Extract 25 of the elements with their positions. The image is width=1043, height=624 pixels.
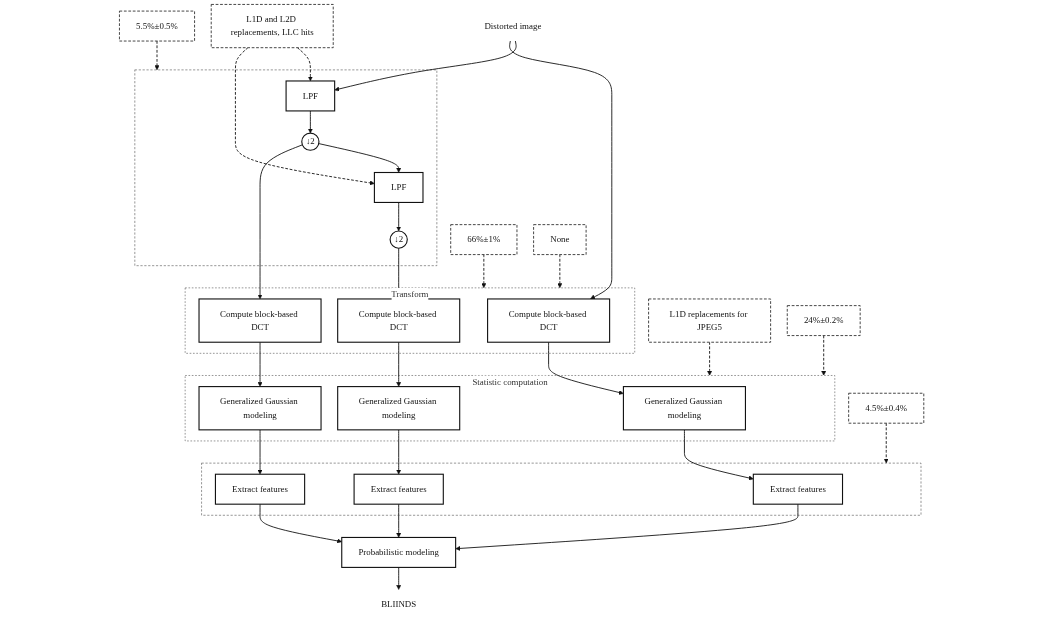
node-box: 5.5%±0.5% (118, 10, 195, 42)
node-box: Compute block-based DCT (337, 298, 461, 343)
node-box: 4.5%±0.4% (848, 392, 925, 424)
node-box: LPF (285, 80, 336, 112)
node-box: 24%±0.2% (786, 305, 861, 336)
node-text: BLIINDS (381, 599, 417, 610)
node-box: Generalized Gaussian modeling (622, 386, 746, 431)
node-text: Distorted image (484, 21, 542, 31)
node-box: Extract features (353, 473, 444, 505)
node-box: None (533, 224, 587, 255)
node-box: Extract features (752, 473, 843, 505)
node-box: Compute block-based DCT (486, 298, 611, 343)
node-box: Generalized Gaussian modeling (337, 386, 461, 431)
cluster (134, 69, 437, 266)
node-box: Generalized Gaussian modeling (198, 386, 322, 431)
node-box: Compute block-based DCT (198, 298, 322, 343)
node-box: L1D replacements for JPEG5 (648, 298, 771, 343)
node-circle: ↓2 (301, 132, 320, 151)
node-box: L1D and L2D replacements, LLC hits (210, 4, 334, 49)
node-box: Extract features (214, 473, 306, 505)
node-box: Probabilistic modeling (341, 536, 457, 568)
node-box: 66%±1% (450, 224, 518, 255)
node-circle: ↓2 (389, 230, 408, 249)
cluster (201, 462, 922, 516)
node-box: LPF (373, 171, 424, 203)
